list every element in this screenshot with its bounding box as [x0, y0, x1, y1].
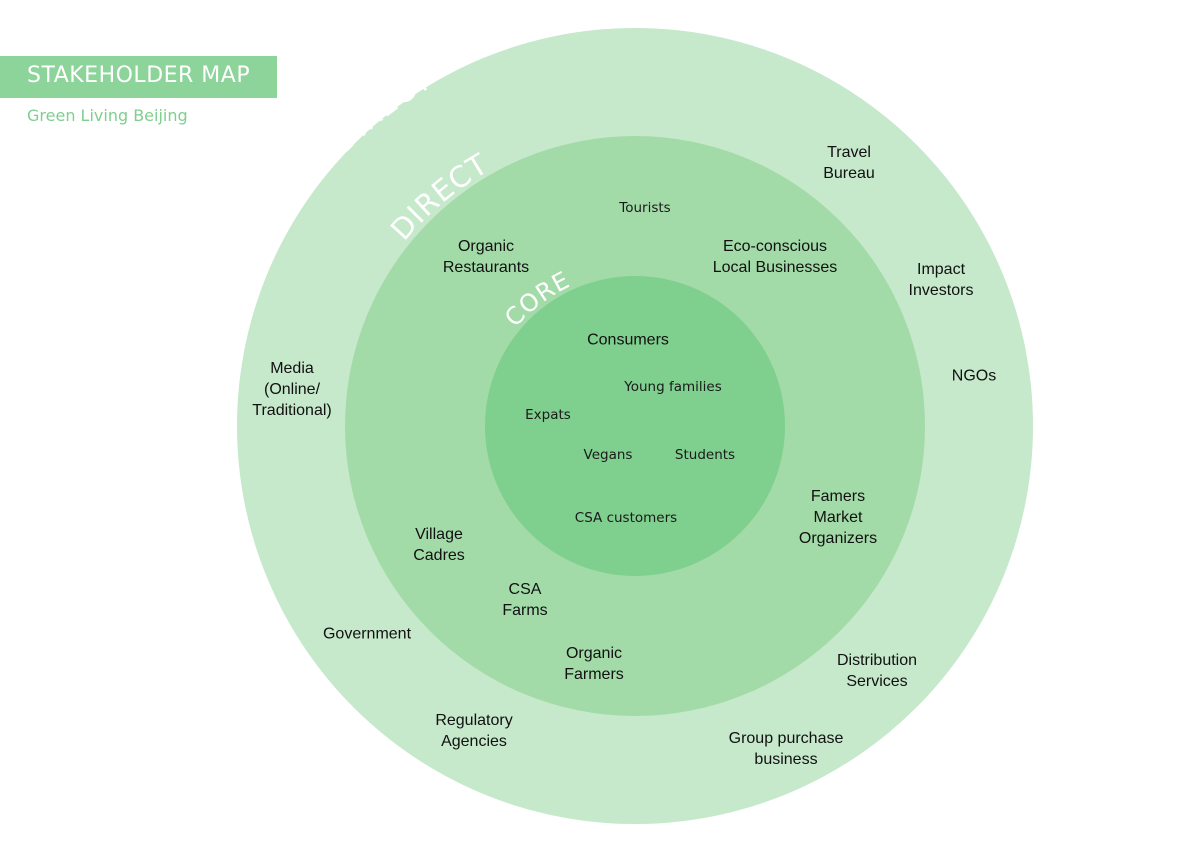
stakeholder-ngos: NGOs — [951, 367, 997, 385]
stakeholder-students: Students — [674, 447, 736, 464]
stakeholder-consumers: Consumers — [587, 331, 669, 349]
stakeholder-government: Government — [322, 625, 412, 643]
page-subtitle: Green Living Beijing — [27, 106, 188, 125]
stakeholder-vegans: Vegans — [583, 447, 633, 464]
stakeholder-young-families: Young families — [624, 379, 722, 396]
stakeholder-village-cadres: Village Cadres — [413, 526, 465, 564]
stakeholder-tourists: Tourists — [619, 200, 671, 217]
core-circle — [485, 276, 785, 576]
stakeholder-organic-restaurants: Organic Restaurants — [442, 238, 530, 276]
page-title: STAKEHOLDER MAP — [27, 63, 251, 88]
stakeholder-csa-customers: CSA customers — [574, 510, 678, 527]
stakeholder-farmers-market: Famers Market Organizers — [798, 487, 878, 547]
stakeholder-group-purchase: Group purchase business — [728, 730, 844, 768]
stakeholder-csa-farms: CSA Farms — [502, 581, 548, 619]
header-banner: STAKEHOLDER MAP — [0, 56, 277, 98]
stakeholder-impact-investors: Impact Investors — [908, 261, 974, 299]
stakeholder-regulatory-agencies: Regulatory Agencies — [435, 712, 513, 750]
stakeholder-distribution-services: Distribution Services — [836, 652, 918, 690]
stakeholder-eco-businesses: Eco-conscious Local Businesses — [712, 238, 838, 276]
stakeholder-organic-farmers: Organic Farmers — [564, 645, 624, 683]
stakeholder-travel-bureau: Travel Bureau — [823, 144, 875, 182]
stakeholder-expats: Expats — [525, 407, 571, 424]
stakeholder-media: Media (Online/ Traditional) — [252, 359, 332, 419]
